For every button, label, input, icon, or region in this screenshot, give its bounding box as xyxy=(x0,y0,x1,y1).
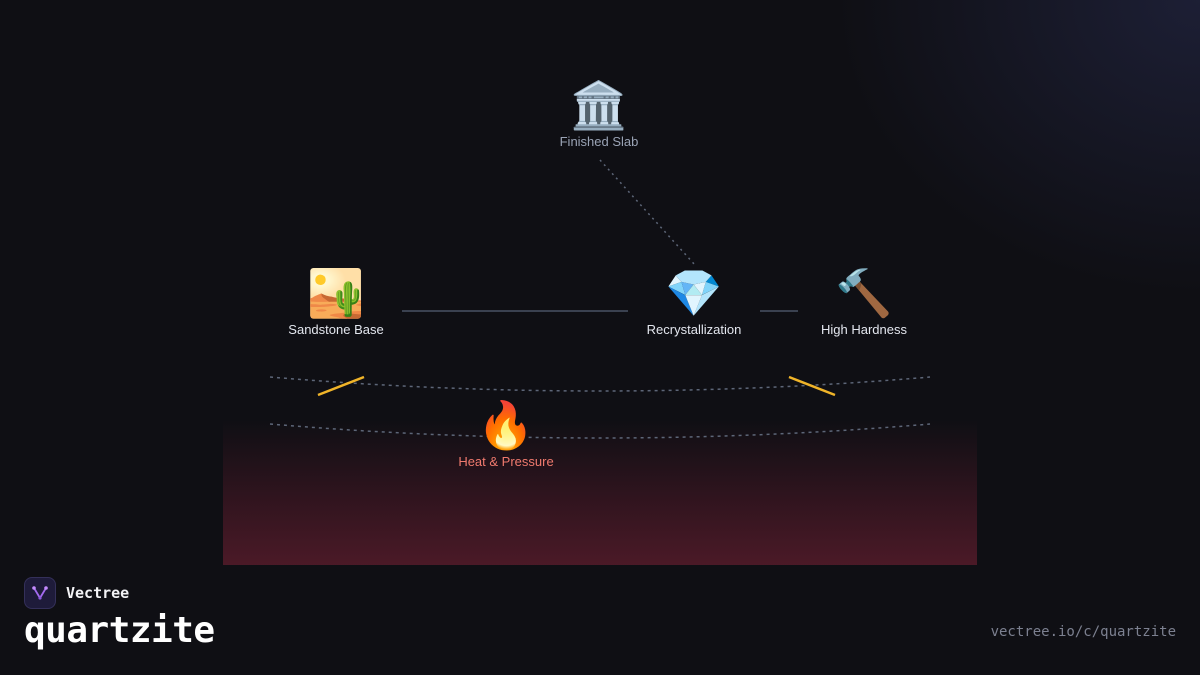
link-slab-recrystallization xyxy=(599,159,696,266)
node-label: High Hardness xyxy=(821,322,907,337)
diagram-panel xyxy=(223,0,977,565)
node-sandstone-base[interactable]: 🏜️ Sandstone Base xyxy=(236,266,436,337)
lower-dotted-arc xyxy=(269,423,931,439)
node-high-hardness[interactable]: 🔨 High Hardness xyxy=(764,266,964,337)
gem-icon: 💎 xyxy=(665,266,723,320)
topic-title: quartzite xyxy=(24,610,215,651)
classical-building-icon: 🏛️ xyxy=(570,78,628,132)
hammer-icon: 🔨 xyxy=(835,266,893,320)
brand-name: Vectree xyxy=(66,584,130,602)
left-accent-strut xyxy=(317,375,365,397)
brand[interactable]: Vectree xyxy=(24,577,129,609)
fire-icon: 🔥 xyxy=(477,398,535,452)
node-label: Finished Slab xyxy=(559,134,639,149)
node-label: Recrystallization xyxy=(646,322,742,337)
node-label: Sandstone Base xyxy=(288,322,384,337)
upper-dotted-arc xyxy=(269,376,931,392)
vectree-logo-icon xyxy=(24,577,56,609)
right-accent-strut xyxy=(788,375,836,397)
node-label: Heat & Pressure xyxy=(458,454,554,469)
node-heat-pressure[interactable]: 🔥 Heat & Pressure xyxy=(406,398,606,469)
source-url[interactable]: vectree.io/c/quartzite xyxy=(990,624,1176,640)
node-recrystallization[interactable]: 💎 Recrystallization xyxy=(594,266,794,337)
desert-icon: 🏜️ xyxy=(307,266,365,320)
node-finished-slab[interactable]: 🏛️ Finished Slab xyxy=(499,78,699,149)
